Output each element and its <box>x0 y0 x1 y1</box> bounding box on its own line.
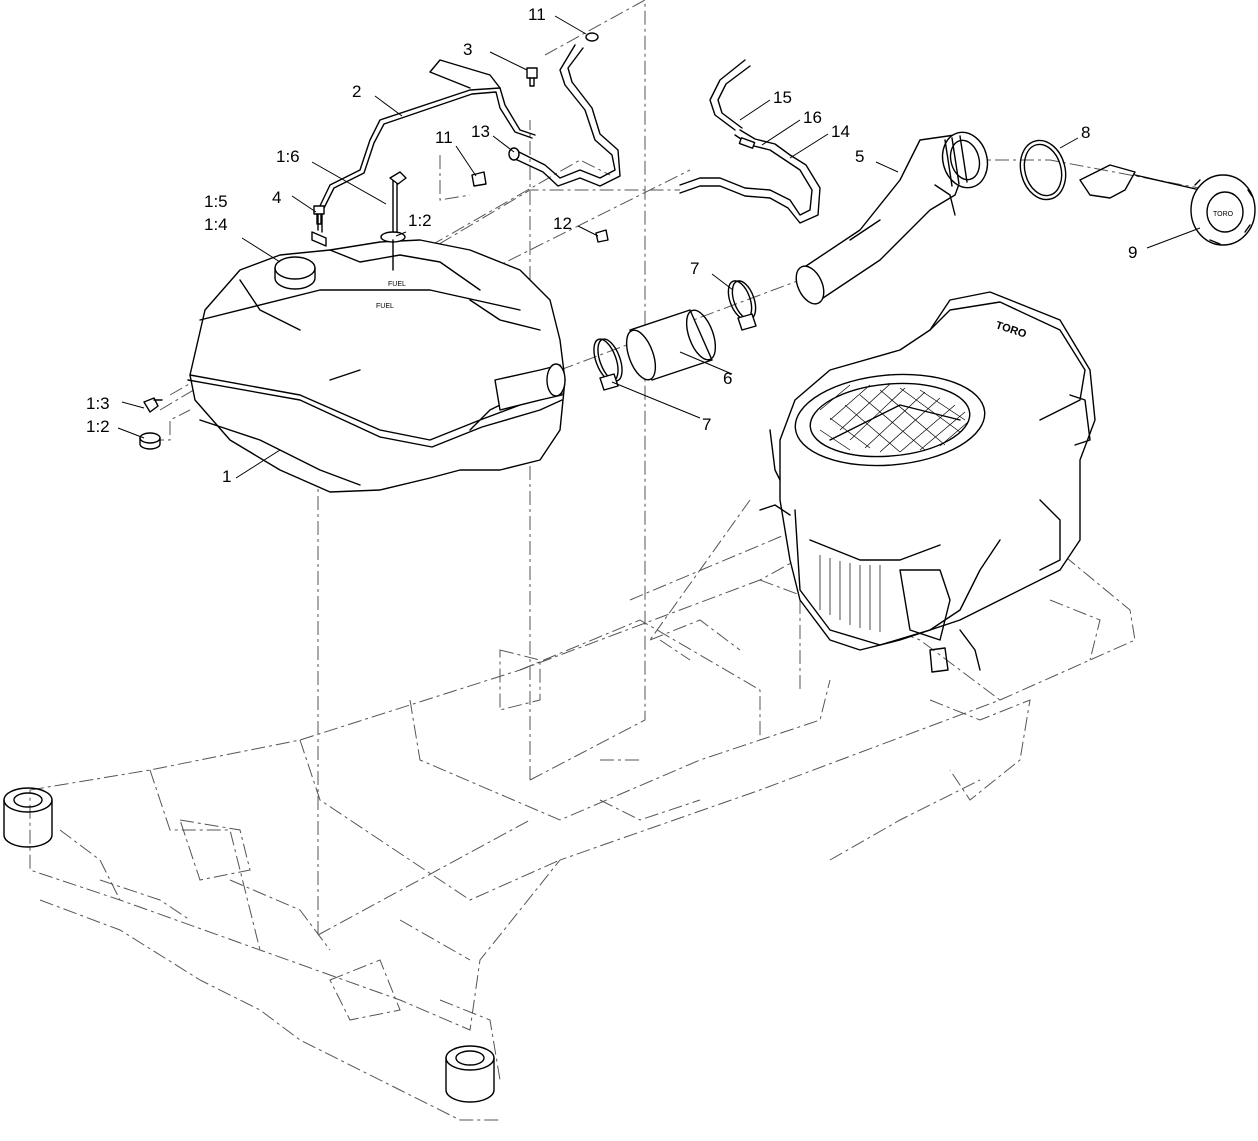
callout-11-top: 11 <box>528 5 546 24</box>
callout-6: 6 <box>723 369 732 388</box>
callout-4: 4 <box>272 188 281 207</box>
callout-13: 13 <box>471 122 490 141</box>
callout-1: 1 <box>222 467 231 486</box>
chassis-frame <box>29 469 1136 1121</box>
front-axle-tubes <box>3 787 495 1103</box>
fuel-tank: FUEL FUEL <box>187 171 566 493</box>
cap-retainer <box>1079 164 1201 199</box>
callout-15: 15 <box>773 88 792 107</box>
fitting-11 <box>471 171 487 187</box>
callout-1-4: 1:4 <box>204 215 228 234</box>
fitting-12 <box>595 229 609 243</box>
cap-logo-text: TORO <box>1213 211 1234 218</box>
callout-2: 2 <box>352 82 361 101</box>
callout-16: 16 <box>803 108 822 127</box>
callout-3: 3 <box>463 40 472 59</box>
callout-7-lower: 7 <box>702 415 711 434</box>
fitting-3 <box>526 67 538 87</box>
callout-1-6: 1:6 <box>276 147 300 166</box>
svg-text:FUEL: FUEL <box>388 281 406 288</box>
vent-tube-15 <box>709 59 756 149</box>
callouts: 11 3 2 11 13 1:6 4 1:2 1:5 1:4 12 1:3 1:… <box>86 5 1137 486</box>
callout-7-upper: 7 <box>690 259 699 278</box>
filler-hose-6 <box>625 309 717 381</box>
callout-5: 5 <box>855 147 864 166</box>
hose-clamp-7b <box>727 280 757 331</box>
fitting-1-3 <box>139 397 163 450</box>
hose-clamp-7a <box>593 338 623 391</box>
callout-1-2-left: 1:2 <box>86 417 110 436</box>
fuel-cap-9: TORO <box>1190 174 1256 246</box>
callout-1-2-top: 1:2 <box>408 211 432 230</box>
callout-1-3: 1:3 <box>86 394 110 413</box>
callout-9: 9 <box>1128 243 1137 262</box>
svg-text:FUEL: FUEL <box>376 303 394 310</box>
fitting-4 <box>313 205 325 225</box>
filler-neck-5 <box>795 131 989 305</box>
fuel-hose-13 <box>508 32 621 187</box>
callout-8: 8 <box>1081 123 1090 142</box>
callout-12: 12 <box>553 214 572 233</box>
leader-lines <box>117 15 1201 479</box>
callout-11-mid: 11 <box>435 128 453 147</box>
gasket-8 <box>1019 139 1067 201</box>
engine: TORO <box>759 291 1096 673</box>
callout-14: 14 <box>831 122 850 141</box>
vent-tube-2 <box>311 59 536 247</box>
callout-1-5: 1:5 <box>204 192 228 211</box>
